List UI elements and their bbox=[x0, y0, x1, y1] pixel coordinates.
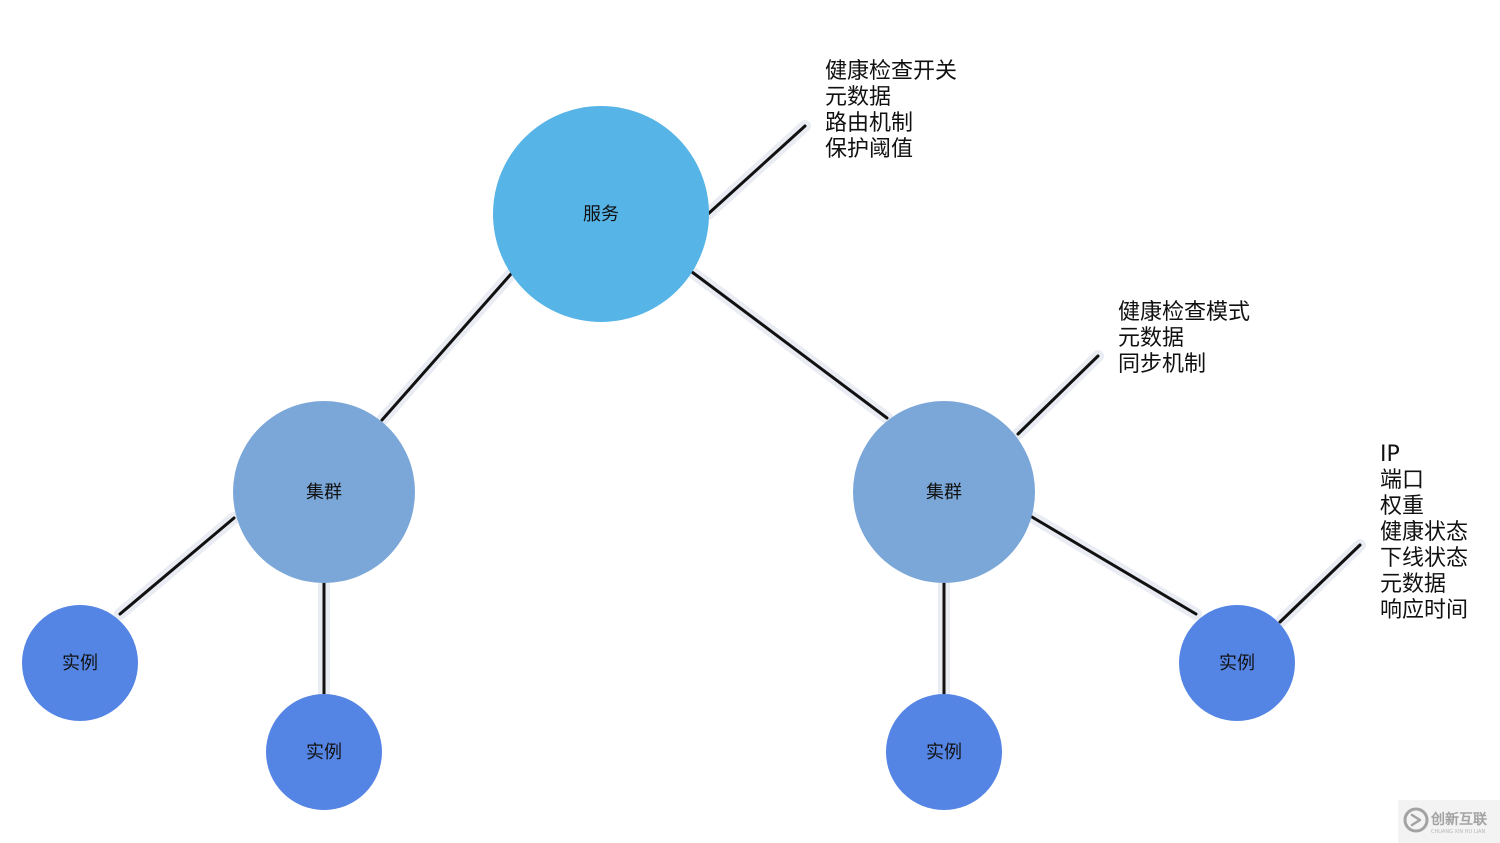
callout-line-service bbox=[702, 120, 811, 220]
watermark-text: 创新互联 bbox=[1430, 811, 1488, 828]
service-annotation-line: 路由机制 bbox=[825, 111, 913, 136]
node-service: 服务 bbox=[493, 106, 709, 322]
node-instance-4: 实例 bbox=[1179, 605, 1295, 721]
instance-annotation-line: IP bbox=[1380, 442, 1400, 467]
cluster-annotation: 健康检查模式 元数据 同步机制 bbox=[1118, 300, 1250, 377]
instance-annotation-line: 端口 bbox=[1380, 468, 1424, 493]
watermark-logo-icon bbox=[1403, 807, 1429, 833]
node-instance-2: 实例 bbox=[266, 694, 382, 810]
node-service-label: 服务 bbox=[583, 204, 619, 225]
edge-cluster-right-to-instance-4 bbox=[1026, 511, 1202, 620]
node-instance-3: 实例 bbox=[886, 694, 1002, 810]
service-annotation-line: 元数据 bbox=[825, 85, 891, 110]
watermark-subtext: CHUANG XIN HU LIAN bbox=[1431, 829, 1485, 835]
watermark: 创新互联 CHUANG XIN HU LIAN bbox=[1398, 800, 1500, 843]
instance-annotation-line: 健康状态 bbox=[1380, 520, 1468, 545]
service-annotation-line: 保护阈值 bbox=[825, 137, 913, 162]
node-instance-1: 实例 bbox=[22, 605, 138, 721]
node-instance-4-label: 实例 bbox=[1219, 653, 1255, 674]
edge-service-to-cluster-right bbox=[686, 266, 893, 424]
instance-annotation: IP 端口 权重 健康状态 下线状态 元数据 响应时间 bbox=[1380, 442, 1468, 623]
callout-line-cluster bbox=[1012, 350, 1104, 440]
node-cluster-right: 集群 bbox=[853, 401, 1035, 583]
service-annotation-line: 健康检查开关 bbox=[825, 59, 957, 84]
cluster-annotation-line: 同步机制 bbox=[1118, 352, 1206, 377]
instance-annotation-line: 响应时间 bbox=[1380, 598, 1468, 623]
edge-cluster-left-to-instance-1 bbox=[114, 512, 240, 620]
cluster-annotation-line: 健康检查模式 bbox=[1118, 300, 1250, 325]
instance-annotation-line: 权重 bbox=[1380, 494, 1424, 519]
instance-annotation-line: 下线状态 bbox=[1380, 546, 1468, 571]
node-instance-1-label: 实例 bbox=[62, 653, 98, 674]
node-cluster-left: 集群 bbox=[233, 401, 415, 583]
cluster-annotation-line: 元数据 bbox=[1118, 326, 1184, 351]
node-cluster-right-label: 集群 bbox=[926, 482, 962, 503]
callout-line-instance bbox=[1274, 539, 1366, 628]
edge-service-to-cluster-left bbox=[376, 268, 517, 426]
node-instance-2-label: 实例 bbox=[306, 742, 342, 763]
watermark-background bbox=[1398, 800, 1500, 843]
node-cluster-left-label: 集群 bbox=[306, 482, 342, 503]
instance-annotation-line: 元数据 bbox=[1380, 572, 1446, 597]
node-instance-3-label: 实例 bbox=[926, 742, 962, 763]
edges bbox=[114, 120, 1366, 701]
service-annotation: 健康检查开关 元数据 路由机制 保护阈值 bbox=[825, 59, 957, 162]
